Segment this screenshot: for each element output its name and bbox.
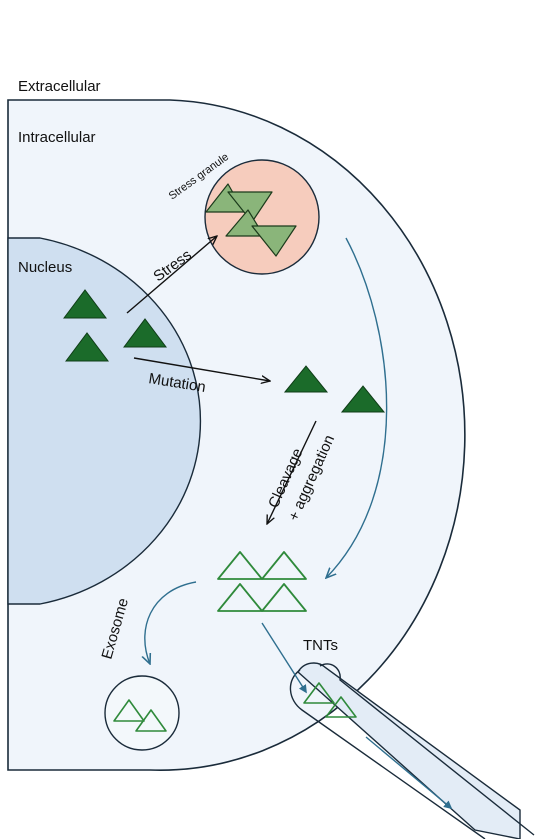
stress-granule bbox=[204, 159, 320, 275]
cleavage-arrow bbox=[267, 420, 317, 524]
exosome-vesicle bbox=[104, 675, 180, 751]
tnt-transport-arrow bbox=[365, 736, 453, 810]
intracellular-label: Intracellular bbox=[18, 129, 96, 146]
cytoplasmic-protein-icon bbox=[283, 365, 386, 413]
extracellular-label: Extracellular bbox=[18, 78, 101, 95]
granule-release-arrow bbox=[326, 237, 388, 578]
tunneling-nanotube bbox=[297, 662, 521, 839]
exosome-arrow bbox=[145, 581, 197, 664]
stress-granule-aggregate-icon bbox=[205, 183, 297, 257]
cell-cytoplasm bbox=[7, 99, 466, 771]
exosome-aggregate-icon bbox=[113, 699, 167, 732]
tnt-entry-arrow bbox=[261, 622, 307, 694]
stress-arrow bbox=[126, 236, 217, 314]
mutation-arrow bbox=[133, 357, 270, 381]
aggregate-icon bbox=[217, 551, 307, 612]
nanotube-aggregate-icon bbox=[303, 682, 357, 718]
nucleus-label: Nucleus bbox=[18, 259, 72, 276]
nuclear-protein-icon bbox=[63, 289, 167, 362]
tnts-label: TNTs bbox=[303, 637, 338, 654]
